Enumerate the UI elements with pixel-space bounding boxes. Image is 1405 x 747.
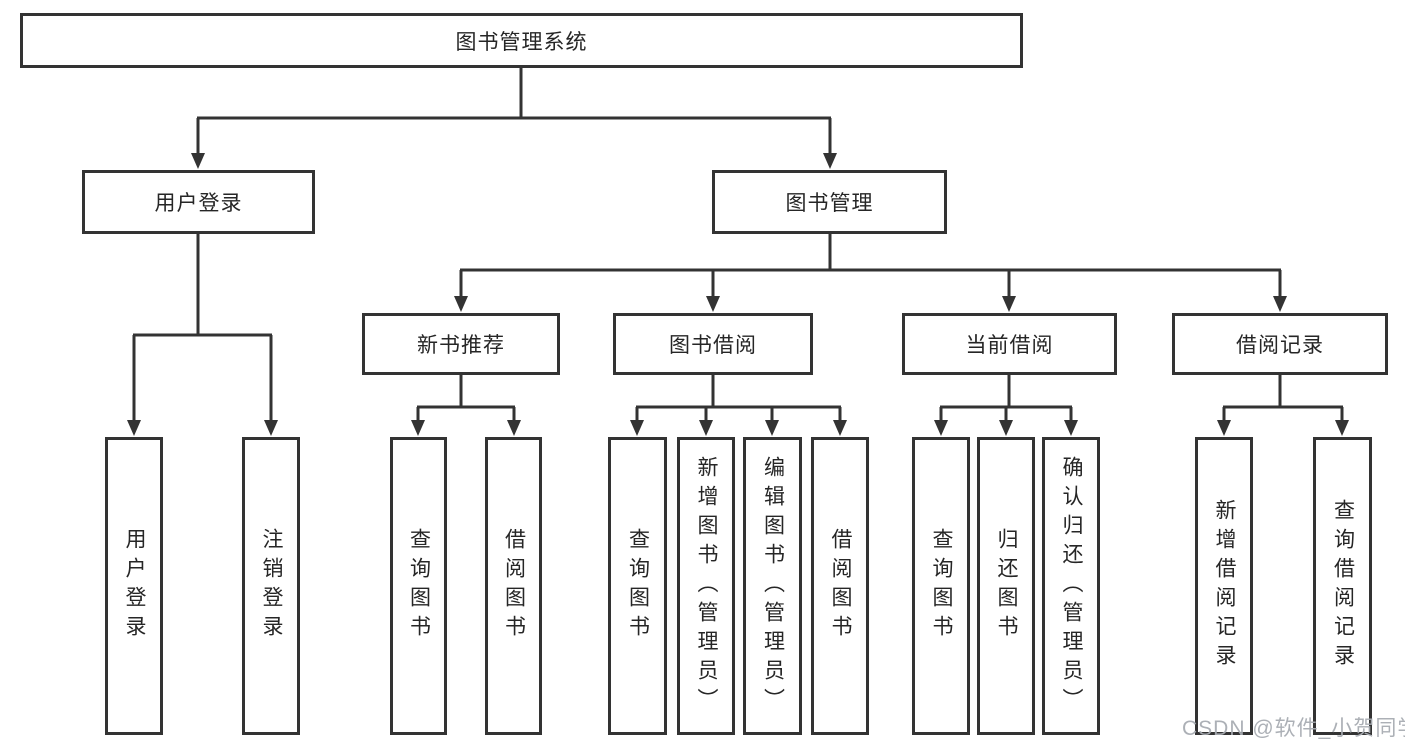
- node-new-book-recommend: 新书推荐: [362, 313, 560, 375]
- leaf-user-login: 用户登录: [105, 437, 163, 735]
- node-user-login: 用户登录: [82, 170, 315, 234]
- leaf-query-books-current: 查询图书: [912, 437, 970, 735]
- leaf-query-books-borrow: 查询图书: [608, 437, 667, 735]
- leaf-add-book-admin: 新增图书（管理员）: [677, 437, 735, 735]
- leaf-return-book: 归还图书: [977, 437, 1035, 735]
- node-root: 图书管理系统: [20, 13, 1023, 68]
- watermark-text: CSDN @软件_小贺同学: [1182, 717, 1405, 740]
- leaf-edit-book-admin: 编辑图书（管理员）: [743, 437, 802, 735]
- node-current-borrow: 当前借阅: [902, 313, 1117, 375]
- node-book-borrow: 图书借阅: [613, 313, 813, 375]
- leaf-query-books-recommend: 查询图书: [390, 437, 447, 735]
- leaf-borrow-books: 借阅图书: [811, 437, 869, 735]
- leaf-add-borrow-record: 新增借阅记录: [1195, 437, 1253, 735]
- leaf-confirm-return-admin: 确认归还（管理员）: [1042, 437, 1100, 735]
- leaf-query-borrow-record: 查询借阅记录: [1313, 437, 1372, 735]
- node-borrow-records: 借阅记录: [1172, 313, 1388, 375]
- leaf-borrow-books-recommend: 借阅图书: [485, 437, 542, 735]
- node-book-management: 图书管理: [712, 170, 947, 234]
- leaf-logout: 注销登录: [242, 437, 300, 735]
